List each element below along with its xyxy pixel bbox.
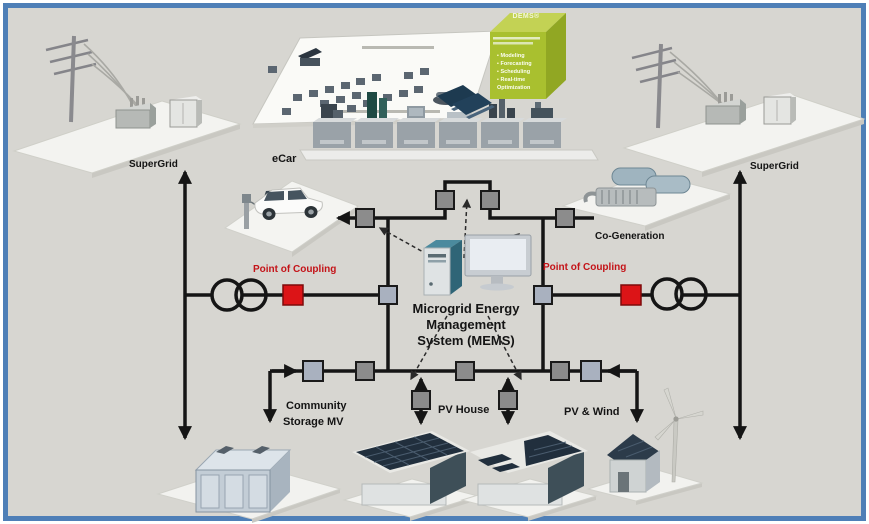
- wind-turbine-icon: [654, 387, 704, 483]
- cabinet-icon: [169, 96, 202, 128]
- cogeneration-label: Co-Generation: [595, 231, 665, 242]
- supergrid-left-label: SuperGrid: [129, 159, 178, 170]
- bus-node: [550, 361, 570, 381]
- building-row-illustration: [299, 92, 599, 161]
- mems-label-line1: Microgrid Energy: [412, 301, 520, 316]
- transformer-station-icon: [115, 96, 156, 129]
- dems-bullet: Scheduling: [497, 68, 545, 76]
- ecar-icon: [254, 187, 323, 220]
- small-house-icon: [607, 434, 660, 493]
- transformer-symbol-right: [650, 277, 708, 311]
- mems-label-line3: System (MEMS): [417, 333, 515, 348]
- generator-icon: [583, 167, 691, 207]
- bus-node: [555, 208, 575, 228]
- pv-wind-illustration: [586, 387, 704, 505]
- city-building-icon: [298, 48, 322, 66]
- ecar-label: eCar: [272, 153, 297, 165]
- cabinet-icon: [763, 93, 796, 125]
- pv-house-label: PV House: [438, 404, 490, 416]
- pedestal-icon: [523, 102, 567, 148]
- pv-house-illustration: [460, 431, 598, 521]
- mems-monitor-icon: [464, 234, 532, 291]
- bus-node: [580, 360, 602, 382]
- solar-roof-icon: [352, 431, 470, 473]
- dems-bullet: Forecasting: [497, 60, 545, 68]
- community-storage-illustration: [156, 446, 342, 523]
- bus-node: [302, 360, 324, 382]
- poc-right-breaker: [620, 284, 642, 306]
- poc-left-breaker: [282, 284, 304, 306]
- pedestal-icon: [481, 98, 525, 148]
- bus-node: [378, 285, 398, 305]
- transformer-station-icon: [705, 92, 746, 125]
- poc-right-label: Point of Coupling: [543, 262, 627, 273]
- dems-cube-title: DEMS®: [512, 13, 540, 20]
- bus-node: [355, 361, 375, 381]
- bus-node: [533, 285, 553, 305]
- bus-nodes: [302, 190, 602, 410]
- bus-node: [355, 208, 375, 228]
- supergrid-right-illustration: [622, 43, 866, 177]
- solar-panel-pair-icon: [437, 85, 495, 119]
- dems-bullet: Modeling: [497, 52, 545, 60]
- pedestal-icon: [355, 92, 399, 148]
- solar-roof-icon: [470, 431, 588, 473]
- supergrid-right-label: SuperGrid: [750, 161, 799, 172]
- mems-computer-icon: [423, 240, 462, 296]
- transformer-symbol-left: [210, 278, 268, 312]
- pedestal-icon: [397, 106, 441, 148]
- bus-node: [435, 190, 455, 210]
- mems-label-line2: Management: [426, 317, 506, 332]
- supergrid-left-illustration: [12, 35, 242, 178]
- bus-node: [455, 361, 475, 381]
- bus-node: [411, 390, 431, 410]
- pv-house-illustration: [342, 431, 480, 521]
- dems-bullet: Real-time Optimization: [497, 76, 545, 92]
- community-storage-label-line1: Community: [286, 400, 347, 412]
- community-storage-label-line2: Storage MV: [283, 416, 344, 428]
- battery-container-icon: [194, 446, 292, 513]
- poc-left-label: Point of Coupling: [253, 264, 337, 275]
- dems-cube-bullets: Modeling Forecasting Scheduling Real-tim…: [497, 52, 545, 92]
- bus-node: [498, 390, 518, 410]
- bus-node: [480, 190, 500, 210]
- pedestal-icon: [439, 112, 483, 148]
- pedestal-icon: [313, 104, 357, 148]
- top-bus-line: [335, 180, 594, 225]
- mems-label: Microgrid Energy Management System (MEMS…: [393, 301, 539, 349]
- cogeneration-illustration: [561, 167, 732, 231]
- pv-wind-label: PV & Wind: [564, 406, 620, 418]
